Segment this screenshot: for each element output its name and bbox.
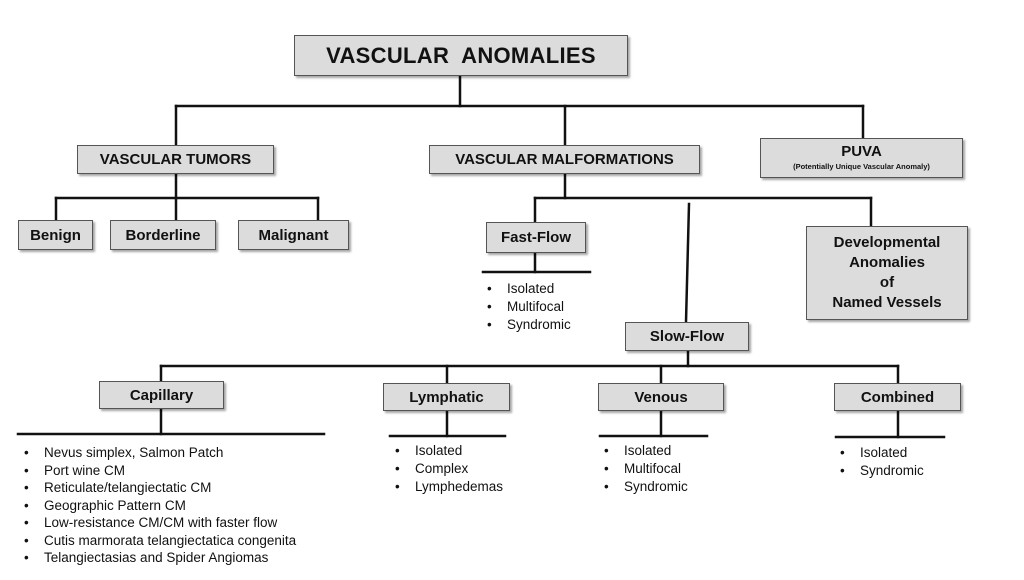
list-item: Isolated (598, 442, 688, 460)
developmental-line-3: of (879, 274, 895, 291)
root-label: VASCULAR ANOMALIES (326, 42, 596, 68)
combined-box: Combined (834, 383, 961, 411)
puva-label: PUVA (841, 143, 882, 160)
venous-label: Venous (634, 388, 688, 406)
list-item: Geographic Pattern CM (18, 497, 296, 515)
list-item: Telangiectasias and Spider Angiomas (18, 549, 296, 567)
fast-flow-label: Fast-Flow (501, 229, 571, 246)
slow-flow-box: Slow-Flow (625, 322, 749, 351)
list-item: Complex (389, 460, 503, 478)
list-item: Low-resistance CM/CM with faster flow (18, 514, 296, 532)
capillary-box: Capillary (99, 381, 224, 409)
lymphatic-label: Lymphatic (409, 388, 484, 406)
vascular-malformations-box: VASCULAR MALFORMATIONS (429, 145, 700, 174)
puva-box: PUVA (Potentially Unique Vascular Anomal… (760, 138, 963, 178)
combined-list: Isolated Syndromic (834, 444, 924, 480)
developmental-anomalies-box: Developmental Anomalies of Named Vessels (806, 226, 968, 320)
list-item: Port wine CM (18, 462, 296, 480)
borderline-label: Borderline (125, 226, 201, 244)
fast-flow-list: Isolated Multifocal Syndromic (481, 280, 571, 334)
vascular-malformations-label: VASCULAR MALFORMATIONS (455, 151, 674, 168)
list-item: Lymphedemas (389, 478, 503, 496)
borderline-box: Borderline (110, 220, 216, 250)
developmental-line-1: Developmental (833, 234, 941, 251)
vascular-tumors-box: VASCULAR TUMORS (77, 145, 274, 174)
list-item: Reticulate/telangiectatic CM (18, 479, 296, 497)
list-item: Cutis marmorata telangiectatica congenit… (18, 532, 296, 550)
list-item: Nevus simplex, Salmon Patch (18, 444, 296, 462)
benign-label: Benign (30, 226, 81, 244)
list-item: Isolated (834, 444, 924, 462)
combined-label: Combined (860, 388, 935, 406)
venous-box: Venous (598, 383, 724, 411)
list-item: Multifocal (598, 460, 688, 478)
root-vascular-anomalies: VASCULAR ANOMALIES (294, 35, 628, 76)
list-item: Syndromic (598, 478, 688, 496)
puva-sublabel: (Potentially Unique Vascular Anomaly) (793, 162, 930, 171)
developmental-line-2: Anomalies (849, 254, 925, 271)
capillary-list: Nevus simplex, Salmon Patch Port wine CM… (18, 444, 296, 567)
list-item: Syndromic (834, 462, 924, 480)
list-item: Multifocal (481, 298, 571, 316)
lymphatic-box: Lymphatic (383, 383, 510, 411)
slow-flow-label: Slow-Flow (649, 328, 725, 345)
capillary-label: Capillary (129, 386, 194, 404)
connector-to-slow-flow (684, 202, 691, 324)
vascular-tumors-label: VASCULAR TUMORS (99, 151, 252, 168)
malignant-box: Malignant (238, 220, 349, 250)
developmental-line-4: Named Vessels (832, 294, 942, 311)
malignant-label: Malignant (258, 226, 329, 244)
benign-box: Benign (18, 220, 93, 250)
fast-flow-box: Fast-Flow (486, 222, 586, 253)
lymphatic-list: Isolated Complex Lymphedemas (389, 442, 503, 496)
venous-list: Isolated Multifocal Syndromic (598, 442, 688, 496)
list-item: Syndromic (481, 316, 571, 334)
list-item: Isolated (481, 280, 571, 298)
list-item: Isolated (389, 442, 503, 460)
